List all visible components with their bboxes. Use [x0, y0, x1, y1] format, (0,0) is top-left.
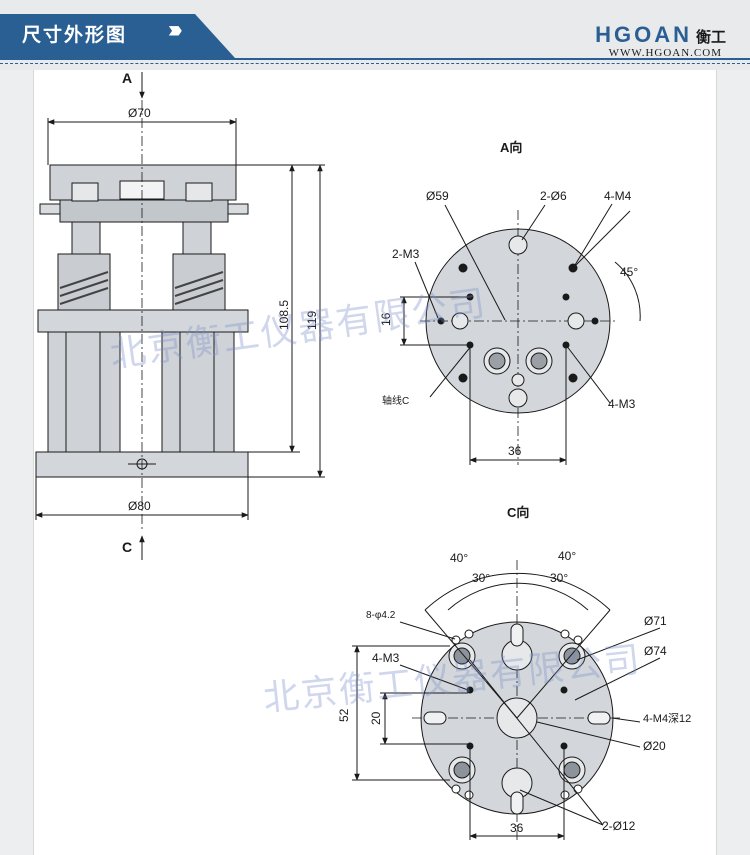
- section-title: 尺寸外形图: [22, 25, 128, 46]
- view-c-ang30a: 30°: [472, 571, 490, 585]
- clamp-plate: [59, 199, 229, 223]
- view-a-d59: Ø59: [426, 189, 449, 203]
- view-a-labels: A向 Ø59 2-Ø6 4-M4 2-M3 45° 16 轴线C 4-M3 36: [379, 140, 638, 458]
- brand-logo-text: HGOAN: [595, 22, 692, 47]
- view-a: [400, 203, 641, 465]
- view-c-d74: Ø74: [644, 644, 667, 658]
- right-column: [161, 331, 235, 453]
- view-c-d71: Ø71: [644, 614, 667, 628]
- dim-top: Ø70: [128, 106, 151, 120]
- middle-plate: [37, 309, 249, 333]
- label-c: C: [122, 539, 132, 555]
- view-c-d20: Ø20: [643, 739, 666, 753]
- view-a-m4: 4-M4: [604, 189, 632, 203]
- dim-119: 119: [305, 311, 319, 330]
- view-c-m3: 4-M3: [372, 651, 400, 665]
- right-margin: [716, 70, 750, 855]
- left-column: [47, 331, 121, 453]
- view-a-d2-6: 2-Ø6: [540, 189, 567, 203]
- dim-108: 108.5: [277, 300, 291, 330]
- label-a: A: [122, 70, 132, 86]
- title-tab: [0, 14, 235, 58]
- view-c: [352, 560, 661, 840]
- view-a-m3-right: 4-M3: [608, 397, 636, 411]
- view-a-dim16: 16: [379, 312, 393, 326]
- view-c-title: C向: [507, 505, 529, 520]
- view-a-dim36: 36: [508, 444, 522, 458]
- view-c-ang30b: 30°: [550, 571, 568, 585]
- view-a-m3-left: 2-M3: [392, 247, 420, 261]
- view-c-dim52: 52: [337, 708, 351, 722]
- front-view: [35, 72, 325, 560]
- front-labels: A Ø70 Ø80 C 108.5 119: [122, 70, 319, 555]
- view-a-title: A向: [500, 140, 522, 155]
- view-c-m4x12: 4-M4深12: [643, 712, 691, 725]
- dim-bottom: Ø80: [128, 499, 151, 513]
- left-margin: [0, 70, 33, 855]
- header-rule-dashed: [0, 63, 750, 64]
- header-rule: [0, 58, 750, 60]
- view-c-ang40a: 40°: [450, 551, 468, 565]
- view-a-angle: 45°: [620, 265, 638, 279]
- view-c-labels: C向 40° 40° 30° 30° 8-φ4.2 Ø71 4-M3 Ø74 5…: [337, 505, 691, 835]
- view-c-dim20: 20: [369, 711, 383, 725]
- view-c-ang40b: 40°: [558, 549, 576, 563]
- brand-cn: 衡工: [695, 28, 726, 46]
- view-a-axis: 轴线C: [382, 394, 409, 407]
- view-c-dim36: 36: [510, 821, 524, 835]
- view-c-d2-12: 2-Ø12: [602, 819, 636, 833]
- view-c-phi42: 8-φ4.2: [366, 610, 396, 621]
- brand-url: WWW.HGOAN.COM: [608, 47, 722, 59]
